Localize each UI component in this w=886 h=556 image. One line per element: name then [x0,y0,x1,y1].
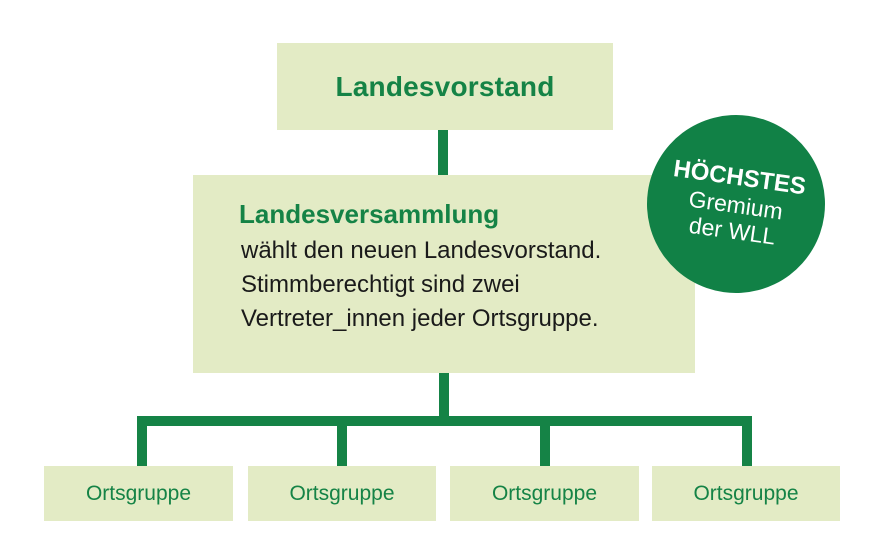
ortsgruppe-box-1: Ortsgruppe [44,466,233,521]
ortsgruppe-box-4: Ortsgruppe [652,466,840,521]
landesvorstand-title: Landesvorstand [335,70,555,102]
landesvorstand-box: Landesvorstand [277,43,613,130]
ortsgruppe-box-2: Ortsgruppe [248,466,436,521]
ortsgruppe-label: Ortsgruppe [693,481,799,505]
ortsgruppe-label: Ortsgruppe [491,481,598,505]
landesversammlung-description: wählt den neuen Landesvorstand. Stimmber… [239,234,695,336]
connector-leaf-2 [337,416,347,466]
ortsgruppe-box-3: Ortsgruppe [450,466,639,521]
description-line-3: Vertreter_innen jeder Ortsgruppe. [241,305,599,332]
connector-top-to-middle [438,130,448,175]
landesversammlung-box: Landesversammlung wählt den neuen Landes… [193,175,695,373]
landesversammlung-title: Landesversammlung [239,199,500,229]
connector-horizontal-bar [137,416,752,426]
connector-leaf-4 [742,416,752,466]
ortsgruppe-label: Ortsgruppe [289,481,395,505]
ortsgruppe-label: Ortsgruppe [85,481,192,505]
description-line-1: wählt den neuen Landesvorstand. [241,237,602,264]
description-line-2: Stimmberechtigt sind zwei [241,271,520,298]
connector-leaf-3 [540,416,550,466]
connector-middle-trunk [439,373,449,419]
connector-leaf-1 [137,416,147,466]
